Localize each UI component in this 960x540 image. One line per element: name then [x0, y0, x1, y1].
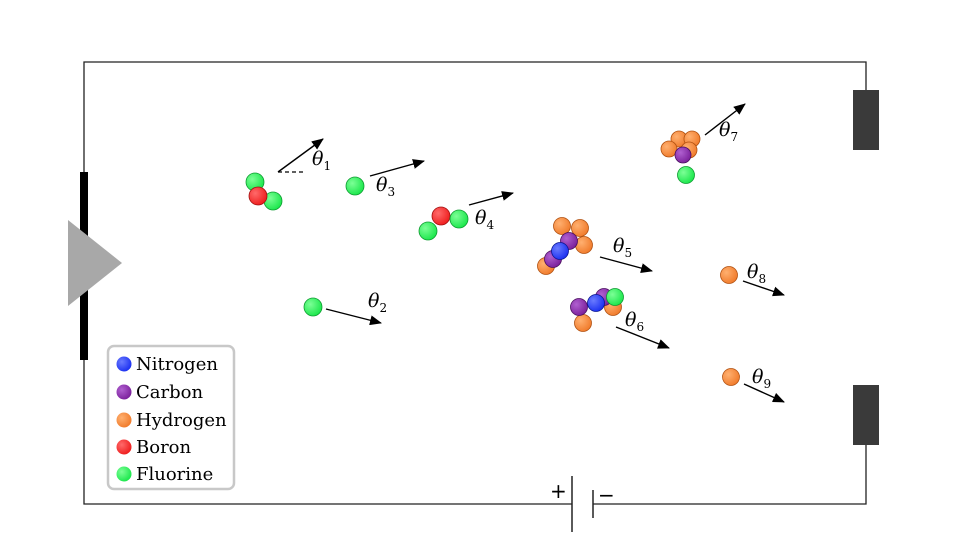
legend-item-boron: Boron	[116, 437, 192, 458]
hydrogen-atom	[553, 217, 571, 235]
legend-item-fluorine: Fluorine	[116, 464, 213, 485]
legend-label: Hydrogen	[136, 410, 227, 431]
carbon-atom	[570, 298, 588, 316]
boron-atom	[248, 186, 268, 206]
angle-label-9: θ9	[752, 366, 771, 391]
molecule-cluster-7	[660, 130, 701, 184]
battery-minus-label: −	[598, 483, 615, 507]
fluorine-atom	[418, 221, 438, 241]
carbon-atom	[674, 146, 692, 164]
angle-label-3: θ3	[376, 174, 395, 199]
hydrogen-atom	[574, 314, 592, 332]
fluorine-atom	[449, 209, 469, 229]
angle-label-6: θ6	[625, 309, 644, 334]
molecule-cluster-6	[570, 288, 624, 332]
battery: + −	[550, 476, 615, 532]
legend-label: Nitrogen	[136, 354, 218, 375]
angle-label-2: θ2	[368, 290, 387, 315]
hydrogen-atom	[571, 219, 589, 237]
electrode-bottom	[853, 385, 879, 445]
fluorine-atom	[345, 176, 365, 196]
electrode-top	[853, 90, 879, 150]
ion-source-triangle	[68, 220, 122, 306]
legend-label: Carbon	[136, 382, 203, 403]
legend-swatch-carbon	[116, 384, 132, 400]
trajectory-arrows	[277, 103, 785, 403]
angle-label-5: θ5	[613, 235, 632, 260]
nitrogen-atom	[587, 294, 605, 312]
legend-label: Boron	[136, 437, 192, 458]
angle-label-8: θ8	[747, 261, 766, 286]
hydrogen-atom	[575, 236, 593, 254]
legend-item-nitrogen: Nitrogen	[116, 354, 218, 375]
fluorine-atom	[303, 297, 323, 317]
circuit-wire	[83, 61, 867, 505]
legend-swatch-nitrogen	[116, 356, 132, 372]
hydrogen-atom	[722, 368, 740, 386]
battery-plus-label: +	[550, 479, 567, 503]
boron-atom	[431, 206, 451, 226]
molecule-cluster-5	[537, 217, 593, 275]
arrow-4	[468, 191, 514, 206]
fluorine-atom	[677, 166, 695, 184]
legend-item-carbon: Carbon	[116, 382, 203, 403]
hydrogen-atom	[720, 266, 738, 284]
ion-hydrogen-8	[720, 266, 738, 284]
molecule-bf2-2	[418, 206, 469, 241]
ion-fluorine-2	[303, 297, 323, 317]
hydrogen-atom	[660, 140, 678, 158]
legend-label: Fluorine	[136, 464, 213, 485]
angle-labels: θ1 θ2 θ3 θ4 θ5 θ6 θ7 θ8 θ9	[312, 119, 771, 391]
legend-swatch-fluorine	[116, 466, 132, 482]
ion-fluorine-3	[345, 176, 365, 196]
arrow-7	[704, 103, 746, 136]
molecule-bf2	[245, 172, 283, 211]
legend-swatch-hydrogen	[116, 412, 132, 428]
legend: Nitrogen Carbon Hydrogen Boron Fluorine	[106, 344, 236, 491]
legend-item-hydrogen: Hydrogen	[116, 410, 227, 431]
arrow-2	[325, 308, 382, 326]
legend-box	[106, 344, 236, 491]
ion-hydrogen-9	[722, 368, 740, 386]
arrow-5	[599, 256, 653, 273]
fluorine-atom	[606, 288, 624, 306]
angle-label-4: θ4	[475, 207, 494, 232]
arrow-1	[277, 138, 324, 173]
angle-label-7: θ7	[719, 119, 738, 144]
nitrogen-atom	[551, 242, 569, 260]
arrow-8	[742, 280, 785, 297]
arrow-3	[369, 159, 425, 177]
legend-swatch-boron	[116, 439, 132, 455]
angle-label-1: θ1	[312, 148, 331, 173]
arrow-9	[743, 383, 785, 403]
arrow-6	[615, 326, 670, 349]
